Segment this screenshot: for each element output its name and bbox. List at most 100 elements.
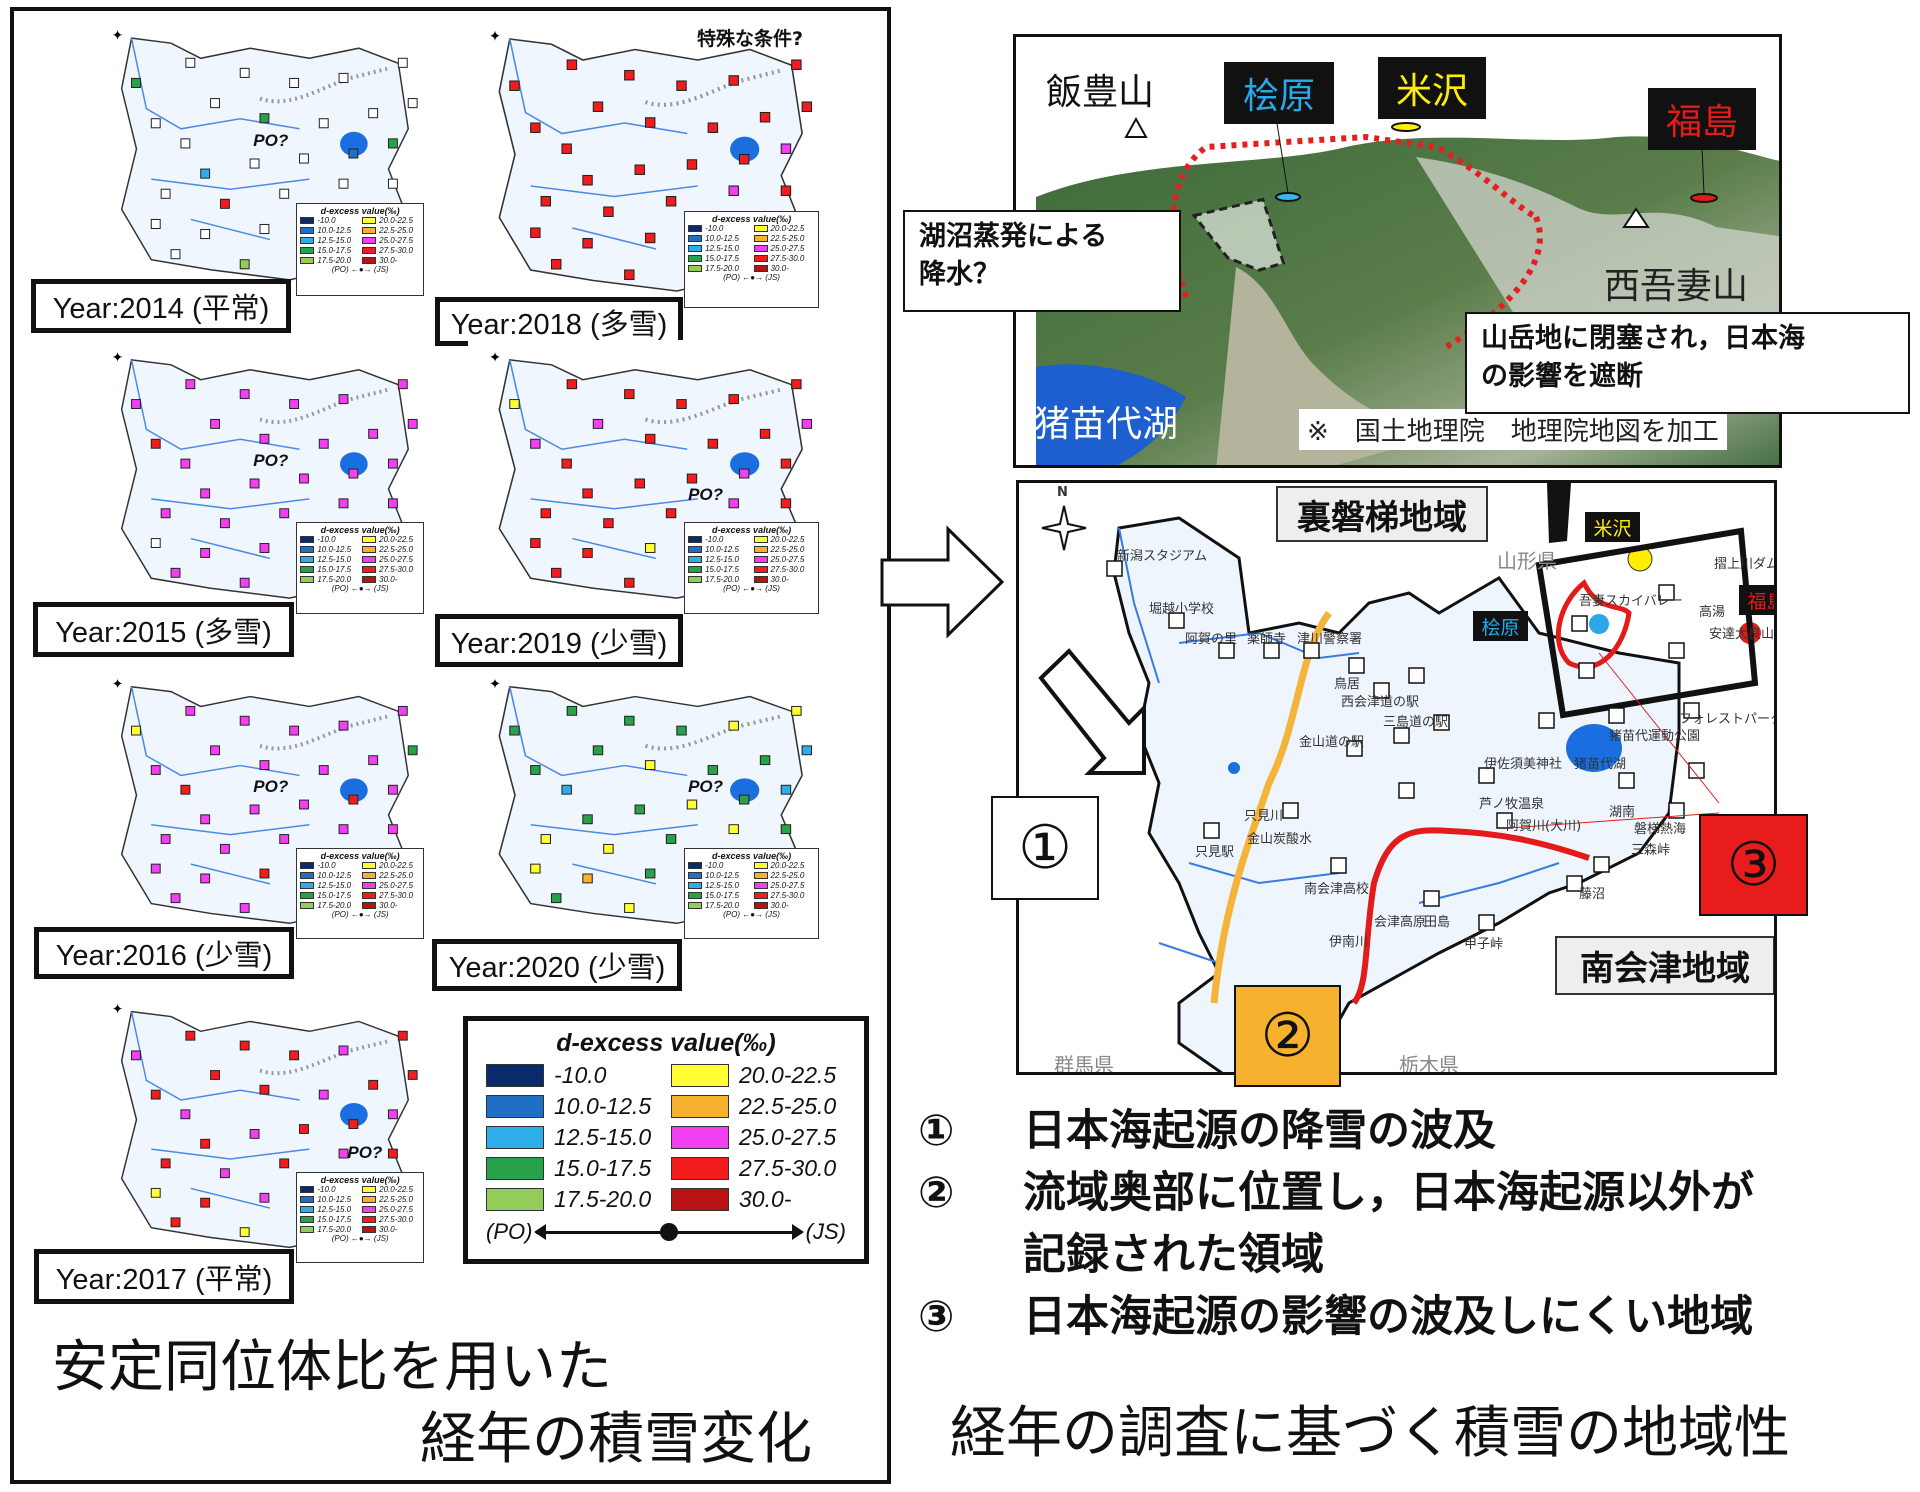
place-label: 阿賀の里 bbox=[1185, 632, 1238, 647]
place-label: 会津高原 bbox=[1374, 915, 1427, 930]
station-marker bbox=[791, 59, 802, 70]
place-label: 甲子峠 bbox=[1464, 937, 1504, 952]
legend-title: d-excess value(‰) bbox=[556, 1029, 776, 1057]
legend-label: 12.5-15.0 bbox=[554, 1124, 652, 1150]
place-label: 藤沼 bbox=[1579, 887, 1606, 902]
marker-2: ② bbox=[1234, 985, 1341, 1087]
station-marker bbox=[131, 725, 141, 736]
legend-item: 17.5-20.0 bbox=[486, 1186, 661, 1213]
station-marker bbox=[150, 1089, 161, 1100]
station-marker bbox=[624, 577, 635, 588]
place-label: 西会津道の駅 bbox=[1341, 695, 1420, 710]
legend-swatch bbox=[671, 1095, 729, 1118]
station-marker bbox=[738, 153, 750, 165]
station-marker bbox=[561, 784, 572, 795]
legend-swatch bbox=[486, 1126, 544, 1149]
station-marker bbox=[348, 148, 359, 159]
station-marker bbox=[219, 1168, 230, 1179]
station-marker bbox=[780, 824, 792, 835]
station-marker bbox=[259, 868, 270, 879]
station-marker bbox=[387, 138, 398, 149]
station-marker bbox=[299, 153, 309, 164]
station-marker bbox=[279, 834, 290, 844]
place-label: 伊南川 bbox=[1329, 935, 1369, 950]
station-marker bbox=[801, 745, 813, 756]
station-marker bbox=[1608, 707, 1625, 724]
station-marker bbox=[180, 458, 191, 469]
note-text: 流域奥部に位置し，日本海起源以外が bbox=[1023, 1168, 1754, 1218]
station-marker bbox=[160, 1158, 171, 1169]
place-label: 安達太良山 bbox=[1709, 627, 1775, 642]
legend-swatch bbox=[486, 1157, 544, 1180]
station-marker bbox=[387, 498, 398, 509]
station-marker bbox=[634, 164, 645, 175]
station-marker bbox=[624, 715, 635, 726]
station-marker bbox=[530, 538, 541, 549]
station-marker bbox=[387, 1109, 398, 1120]
station-marker bbox=[279, 188, 290, 199]
station-marker bbox=[582, 174, 593, 186]
place-label: 猪苗代湖 bbox=[1574, 757, 1627, 772]
station-marker bbox=[200, 814, 211, 825]
legend-label: 30.0- bbox=[739, 1186, 792, 1212]
station-marker bbox=[239, 577, 250, 588]
place-label: 薬師寺 bbox=[1247, 632, 1287, 647]
station-marker bbox=[1478, 767, 1495, 784]
station-marker bbox=[791, 379, 802, 390]
legend-item: 25.0-27.5 bbox=[671, 1124, 846, 1151]
station-marker bbox=[728, 824, 739, 835]
station-marker bbox=[160, 188, 171, 199]
place-label: 只見駅 bbox=[1195, 845, 1235, 860]
fukushima-tag: 福島 bbox=[1648, 88, 1756, 150]
station-marker bbox=[1578, 662, 1595, 679]
station-marker bbox=[728, 394, 739, 405]
station-marker bbox=[728, 185, 739, 196]
station-marker bbox=[185, 57, 196, 68]
station-marker bbox=[338, 720, 349, 731]
station-marker bbox=[200, 228, 211, 240]
station-marker bbox=[249, 478, 260, 489]
station-marker bbox=[1346, 740, 1363, 757]
station-marker bbox=[259, 760, 270, 771]
station-marker bbox=[170, 567, 181, 578]
legend-label: 20.0-22.5 bbox=[739, 1062, 837, 1088]
station-marker bbox=[561, 143, 572, 154]
station-marker bbox=[551, 567, 562, 578]
iide-label: 飯豊山 bbox=[1046, 72, 1155, 113]
station-marker bbox=[780, 143, 792, 154]
station-marker bbox=[368, 428, 379, 439]
station-marker bbox=[338, 1045, 349, 1056]
station-marker bbox=[348, 1119, 359, 1130]
station-marker bbox=[592, 101, 604, 112]
station-marker bbox=[407, 98, 418, 109]
station-marker bbox=[1658, 584, 1675, 601]
compass-icon: N bbox=[1057, 485, 1068, 500]
station-marker bbox=[644, 543, 656, 553]
station-marker bbox=[397, 379, 408, 390]
annual-snow-panel bbox=[10, 7, 891, 1484]
station-marker bbox=[170, 893, 181, 904]
hibara-tag: 桧原 bbox=[1224, 62, 1334, 124]
legend-axis: (PO) (JS) bbox=[486, 1219, 846, 1245]
station-marker bbox=[592, 418, 604, 429]
station-marker bbox=[1373, 682, 1390, 699]
station-marker bbox=[210, 745, 220, 756]
station-marker bbox=[348, 794, 359, 805]
station-marker bbox=[407, 1070, 418, 1080]
legend-label: 27.5-30.0 bbox=[739, 1155, 837, 1181]
station-marker bbox=[150, 765, 161, 775]
station-marker bbox=[624, 389, 635, 400]
station-marker bbox=[180, 138, 191, 149]
note-text: 記録された領域 bbox=[1023, 1230, 1324, 1280]
station-marker bbox=[289, 1050, 300, 1061]
station-marker bbox=[387, 824, 398, 835]
station-marker bbox=[644, 868, 656, 879]
place-label: 金山道の駅 bbox=[1299, 735, 1365, 750]
place-label: 三森峠 bbox=[1631, 843, 1671, 858]
compass-icon: ✦ bbox=[489, 28, 501, 45]
station-marker bbox=[338, 178, 349, 189]
station-marker bbox=[603, 518, 614, 529]
